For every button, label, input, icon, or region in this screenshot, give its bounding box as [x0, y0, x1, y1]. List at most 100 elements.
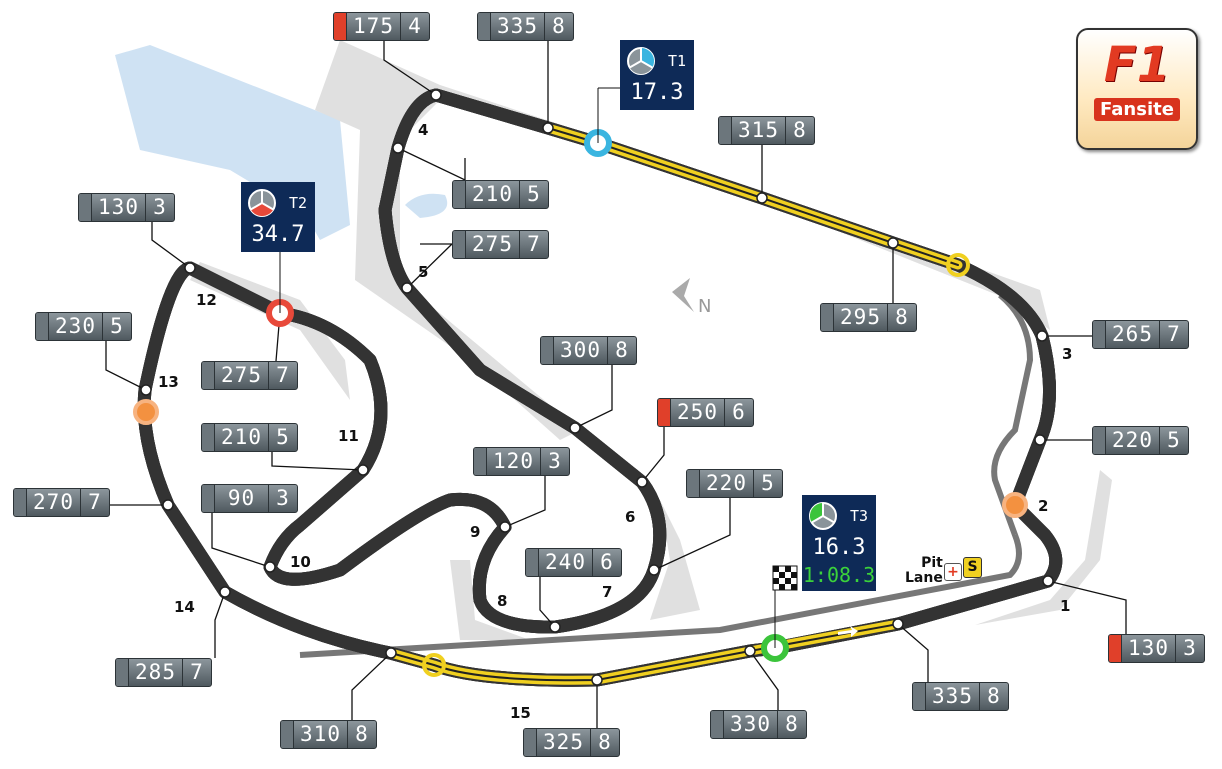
speed-value: 295: [834, 304, 888, 331]
medical-icon: +: [944, 563, 962, 581]
speed-point: [430, 89, 442, 101]
direction-arrow-icon: [838, 626, 858, 637]
pit-label-line1: Pit: [921, 555, 943, 571]
speed-value: 250: [671, 399, 725, 426]
turn-number: 6: [625, 508, 636, 526]
braking-indicator: [1093, 427, 1106, 454]
orange-marker: [133, 399, 159, 425]
speed-point: [401, 282, 413, 294]
north-label: N: [698, 296, 712, 317]
speed-point: [892, 618, 904, 630]
turn-number: 13: [158, 373, 179, 391]
speed-box: 285 7: [115, 658, 212, 687]
gear-value: 7: [88, 490, 102, 514]
leader-line: [641, 427, 665, 483]
gear-value: 5: [761, 471, 775, 495]
speed-point: [1036, 330, 1048, 342]
turn-number: 15: [510, 704, 531, 722]
speed-point: [542, 122, 554, 134]
speed-value: 315: [732, 117, 786, 144]
pit-lane-label: Pit Lane: [905, 556, 943, 586]
gear-value: 8: [355, 722, 369, 746]
braking-indicator: [711, 711, 724, 738]
pit-label-line2: Lane: [905, 570, 943, 586]
gear-value: 8: [785, 712, 799, 736]
braking-indicator: [202, 362, 215, 389]
safety-car-icon: S: [963, 557, 982, 578]
sector-3-box: T3 16.3 1:08.3: [802, 495, 876, 591]
gear-value: 3: [153, 195, 167, 219]
gear-value: 3: [548, 449, 562, 473]
leader-line: [383, 41, 437, 96]
speed-value: 220: [700, 470, 754, 497]
turn-number: 5: [418, 263, 429, 281]
braking-indicator: [913, 683, 926, 710]
leader-line: [351, 652, 392, 720]
braking-indicator: [202, 485, 215, 512]
sector-2-time: 34.7: [251, 222, 305, 247]
speed-point: [1042, 575, 1054, 587]
leader-line: [105, 341, 147, 391]
speed-point: [887, 237, 899, 249]
lap-time: 1:08.3: [802, 563, 876, 587]
speed-value: 130: [1122, 635, 1176, 662]
logo-title: F1: [1103, 37, 1171, 93]
gear-value: 6: [600, 550, 614, 574]
speed-value: 175: [347, 13, 401, 40]
sector-1-time: 17.3: [630, 80, 684, 105]
speed-value: 210: [215, 424, 269, 451]
leader-line: [151, 222, 191, 269]
gear-value: 8: [895, 305, 909, 329]
speed-point: [569, 422, 581, 434]
braking-indicator: [524, 729, 537, 756]
sector-3-time: 16.3: [812, 535, 866, 560]
gear-value: 7: [190, 660, 204, 684]
speed-box: 220 5: [686, 469, 783, 498]
speed-value: 285: [129, 659, 183, 686]
gear-value: 3: [1183, 636, 1197, 660]
gear-value: 5: [1167, 428, 1181, 452]
speed-point: [549, 621, 561, 633]
speed-value: 325: [537, 729, 591, 756]
speed-value: 220: [1106, 427, 1160, 454]
turn-number: 1: [1060, 597, 1071, 615]
braking-indicator: [541, 337, 554, 364]
gear-value: 7: [1167, 322, 1181, 346]
speed-value: 120: [487, 448, 541, 475]
gear-value: 5: [276, 425, 290, 449]
turn-number: 3: [1062, 345, 1073, 363]
braking-indicator: [202, 424, 215, 451]
north-arrow-icon: [672, 278, 694, 312]
leader-line: [897, 623, 929, 682]
turn-number: 14: [174, 598, 195, 616]
turn-number: 4: [418, 121, 429, 139]
sector-markers: [133, 87, 1028, 677]
turn-number: 11: [338, 427, 359, 445]
speed-box: 210 5: [201, 423, 298, 452]
braking-indicator: [116, 659, 129, 686]
speed-point: [184, 262, 196, 274]
braking-indicator: [526, 549, 539, 576]
gear-value: 8: [793, 118, 807, 142]
braking-indicator: [1093, 321, 1106, 348]
checkered-flag-icon: [772, 565, 798, 591]
leader-line: [397, 147, 466, 182]
braking-indicator: [36, 313, 49, 340]
speed-value: 240: [539, 549, 593, 576]
speed-box: 240 6: [525, 548, 622, 577]
gear-value: 8: [987, 684, 1001, 708]
speed-point: [162, 499, 174, 511]
braking-indicator: [281, 721, 294, 748]
yellow-marker: [422, 653, 446, 677]
leader-line: [504, 476, 546, 528]
speed-value: 275: [466, 231, 520, 258]
gear-value: 8: [598, 730, 612, 754]
speed-box: 325 8: [523, 728, 620, 757]
